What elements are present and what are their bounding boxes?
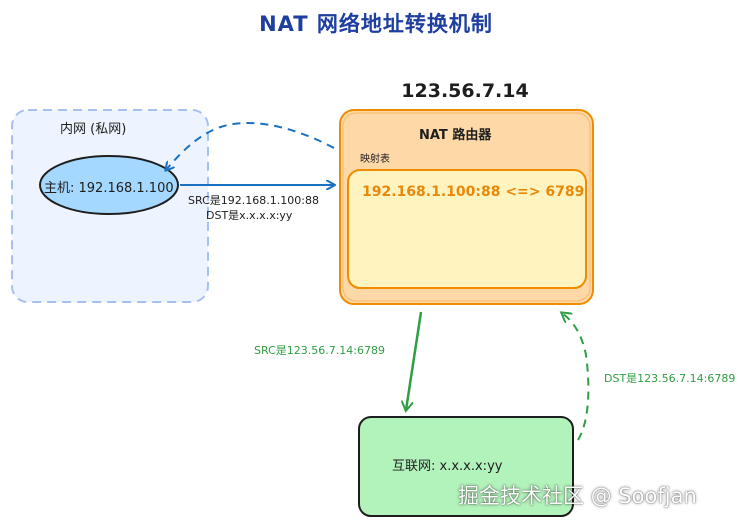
mapping-entry: 192.168.1.100:88 <=> 6789 <box>362 184 585 200</box>
lan-outbound-src: SRC是192.168.1.100:88 <box>188 194 319 207</box>
router-public-ip: 123.56.7.14 <box>401 80 529 102</box>
watermark: 掘金技术社区 @ Soofjan <box>458 484 697 508</box>
return-lan-arrow <box>166 121 335 170</box>
diagram-title: NAT 网络地址转换机制 <box>259 12 493 36</box>
internet-label: 互联网: x.x.x.x:yy <box>392 459 503 474</box>
internet-box <box>358 416 574 517</box>
inbound-wan-arrow <box>562 313 590 441</box>
lan-label: 内网 (私网) <box>60 122 127 137</box>
outbound-wan-arrow <box>406 311 423 410</box>
lan-outbound-dst: DST是x.x.x.x:yy <box>206 209 293 222</box>
host-node <box>39 155 179 215</box>
router-label: NAT 路由器 <box>419 128 492 143</box>
host-label: 主机: 192.168.1.100 <box>44 181 174 196</box>
mapping-table-box <box>347 169 587 289</box>
mapping-table-label: 映射表 <box>360 154 390 165</box>
wan-outbound-src: SRC是123.56.7.14:6789 <box>254 344 385 357</box>
wan-inbound-dst: DST是123.56.7.14:6789 <box>604 372 736 385</box>
